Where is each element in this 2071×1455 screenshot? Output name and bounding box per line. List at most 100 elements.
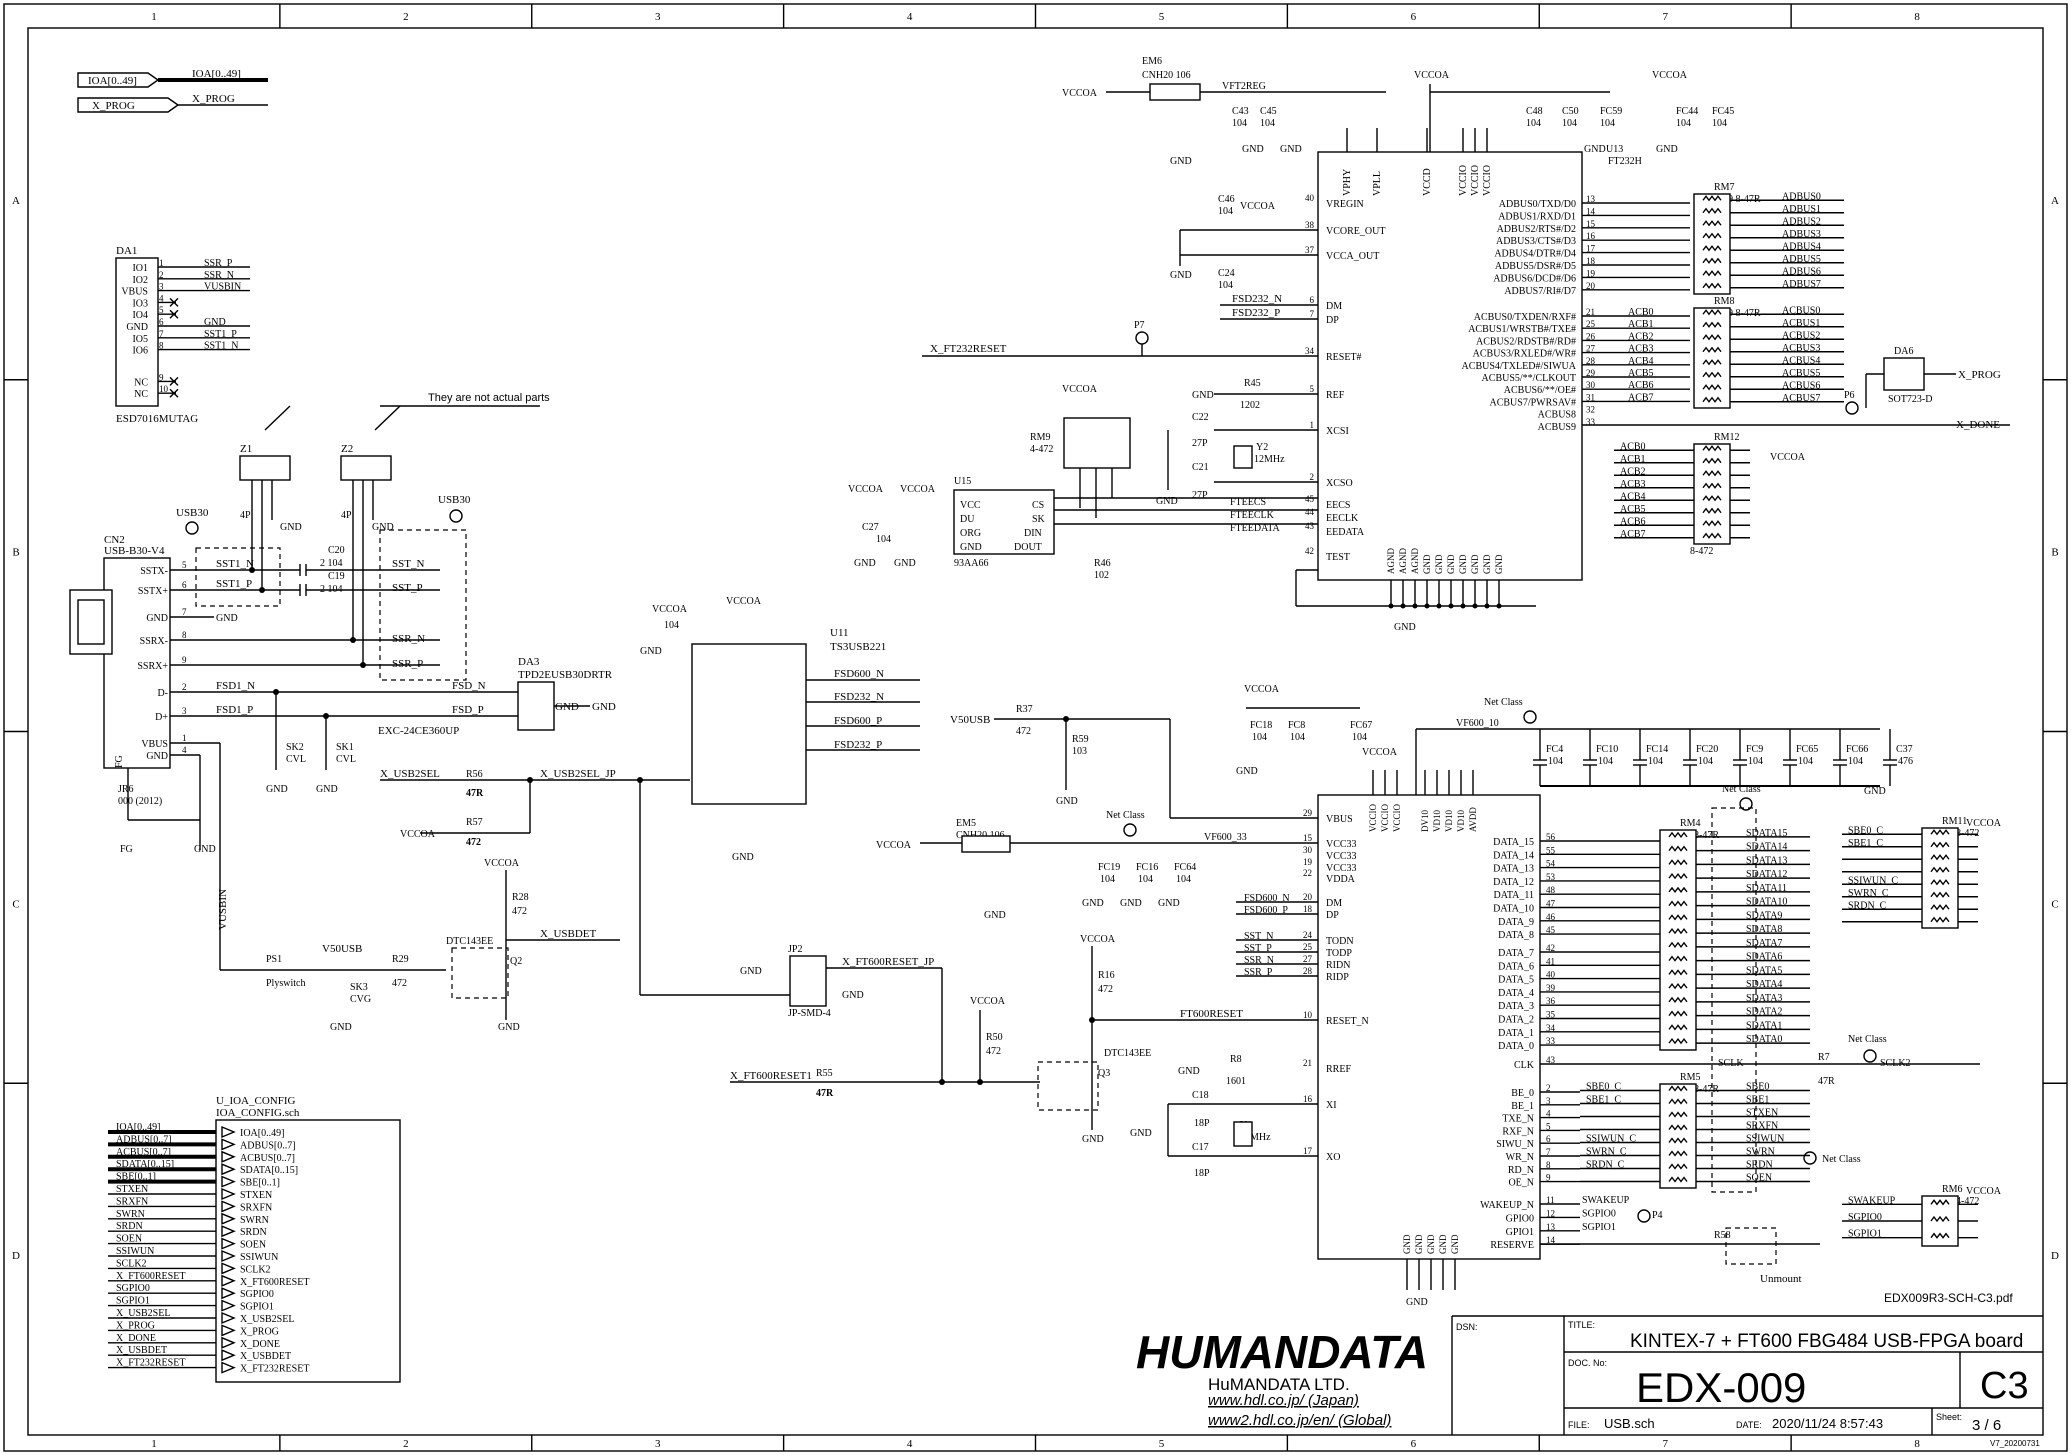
ioa-config-net: SGPIO0 <box>116 1283 150 1294</box>
rm4-net: SDATA11 <box>1746 883 1787 894</box>
fsd232n-net: FSD232_N <box>834 691 884 703</box>
ft232-left-pin: VCORE_OUT <box>1326 226 1385 237</box>
jp2-part: JP-SMD-4 <box>788 1008 831 1019</box>
q3-gnd: GND <box>1082 1134 1104 1145</box>
r46-ref: R46 <box>1094 558 1111 569</box>
ft232-left-pin: VCCA_OUT <box>1326 251 1379 262</box>
sk1-gnd: GND <box>316 784 338 795</box>
da1-pin-net: SST1_N <box>204 341 238 352</box>
ft600-ctl-pin: RD_N <box>1508 1165 1534 1176</box>
adbus-num: 18 <box>1586 256 1596 266</box>
em5-ref: EM5 <box>956 818 976 829</box>
ft232-left-num: 45 <box>1305 494 1315 504</box>
cn2-fg: FG <box>114 755 125 768</box>
ft600reset-net: FT600RESET <box>1180 1008 1243 1020</box>
rm12-in-net: ACB6 <box>1620 516 1646 527</box>
r50-vccoa: VCCOA <box>970 996 1006 1007</box>
acbus-net: ACB4 <box>1628 356 1654 367</box>
vusbin-net: VUSBIN <box>217 889 229 930</box>
rm5-net: SWRN <box>1746 1147 1775 1158</box>
sstn-label: SST_N <box>392 558 424 570</box>
rm11-array: RM118-472SBE0_CSBE1_CSSIWUN_CSWRN_CSRDN_… <box>1842 816 2002 929</box>
row-marker: C <box>2051 898 2058 910</box>
ioa-config-net: SRDN <box>116 1221 143 1232</box>
c24-val: 104 <box>1218 280 1233 291</box>
da1-pin-name: GND <box>126 322 148 333</box>
rm12-in-net: ACB3 <box>1620 479 1646 490</box>
u11-usb-switch: VCCOA 104 GND VCCOA U11 TS3USB221 FSD600… <box>640 596 920 863</box>
ft600-left-pin: XO <box>1326 1152 1340 1163</box>
ioa-config-net: STXEN <box>116 1184 148 1195</box>
c22-val: 27P <box>1192 438 1208 449</box>
da1-pin-name: IO6 <box>132 346 148 357</box>
rm8-net: ACBUS0 <box>1782 305 1820 316</box>
ft600-left-net: SST_N <box>1244 931 1273 942</box>
ioa-config-pin: SCLK2 <box>240 1264 271 1275</box>
fc16-gnd: GND <box>1120 898 1142 909</box>
ft600-left-num: 20 <box>1303 892 1313 902</box>
ioa-config-net: SGPIO1 <box>116 1296 150 1307</box>
ioa-config-net: X_DONE <box>116 1333 156 1344</box>
ref-gnd: GND <box>1192 390 1214 401</box>
row-marker: A <box>12 195 20 207</box>
ft600-left-num: 28 <box>1303 966 1313 976</box>
cn2-pin-name: GND <box>146 751 168 762</box>
rm12-in-net: ACB1 <box>1620 454 1646 465</box>
cn2-pin-name: D+ <box>155 712 168 723</box>
r45-val: 1202 <box>1240 400 1260 411</box>
c24-ref: C24 <box>1218 268 1235 279</box>
ioa-config-pin: X_FT232RESET <box>240 1364 309 1375</box>
ft600-cap-val: 104 <box>1648 756 1663 767</box>
ioa-config-pin: SSIWUN <box>240 1252 278 1263</box>
ft232-left-num: 38 <box>1305 220 1315 230</box>
cn2-pin-name: SSTX+ <box>138 586 168 597</box>
rm4-net: SDATA13 <box>1746 855 1787 866</box>
r16-val: 472 <box>1098 984 1113 995</box>
ft600-cap-ref: FC20 <box>1696 744 1718 755</box>
ioa-config-pin: X_FT600RESET <box>240 1277 309 1288</box>
fc19-val: 104 <box>1100 874 1115 885</box>
ft600-cap-val: 104 <box>1748 756 1763 767</box>
ft232-top-pin: VCCIO <box>1482 165 1493 196</box>
sk2-val: CVL <box>286 754 306 765</box>
ft232-left-pin: RESET# <box>1326 352 1362 363</box>
rm4-net: SDATA12 <box>1746 869 1787 880</box>
ssrn-label: SSR_N <box>392 633 425 645</box>
fc18-ref: FC18 <box>1250 720 1272 731</box>
ft600-left-num: 22 <box>1303 868 1312 878</box>
u8-vccoa: VCCOA <box>1362 747 1398 758</box>
ft600-clk: CLK <box>1514 1060 1535 1071</box>
rm4-net: SDATA4 <box>1746 979 1782 990</box>
rm5-in-net: SRDN_C <box>1586 1160 1625 1171</box>
ft232-left-num: 44 <box>1305 507 1315 517</box>
acbus-num: 31 <box>1586 392 1595 402</box>
sheet-label: Sheet: <box>1936 1412 1962 1422</box>
ft232-gnd-pin: AGND <box>1386 548 1396 574</box>
adbus-num: 20 <box>1586 281 1596 291</box>
ft600-misc-pin: GPIO0 <box>1506 1213 1534 1224</box>
da3-gnd-net: GND <box>592 701 616 713</box>
fc16-val: 104 <box>1138 874 1153 885</box>
ft600-ctl-num: 7 <box>1546 1147 1551 1157</box>
ft600-left-pin: RESET_N <box>1326 1016 1369 1027</box>
rm9-val: 4-472 <box>1030 444 1053 455</box>
da6-xprog: X_PROG <box>1958 369 2001 381</box>
acbus-num: 21 <box>1586 307 1595 317</box>
ft600-left-pin: DP <box>1326 910 1339 921</box>
ft232-gnd-pin: GND <box>1494 554 1504 574</box>
ft600-data-lo-num: 33 <box>1546 1036 1556 1046</box>
ft232-left-pin: DM <box>1326 301 1342 312</box>
da6-part: SOT723-D <box>1888 394 1932 405</box>
ioa-config-pin: X_DONE <box>240 1339 280 1350</box>
sheet-text: 3 / 6 <box>1972 1417 2001 1434</box>
unmount-note: Unmount <box>1760 1273 1802 1285</box>
fc64-ref: FC64 <box>1174 862 1196 873</box>
ft600-left-pin: VCC33 <box>1326 839 1357 850</box>
ft600-ctl-pin: RXF_N <box>1502 1126 1534 1137</box>
ft600-cap-ref: FC9 <box>1746 744 1763 755</box>
fsdn-label: FSD_N <box>452 680 486 692</box>
ft600-left-num: 29 <box>1303 808 1313 818</box>
rm5-net: SRDN <box>1746 1160 1773 1171</box>
row-marker: D <box>12 1250 20 1262</box>
